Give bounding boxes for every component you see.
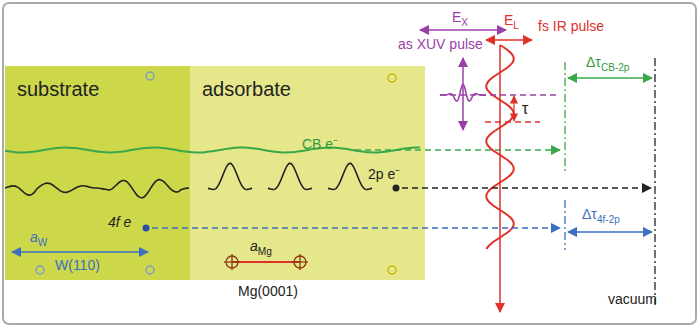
annotation-label: Mg(0001) xyxy=(238,283,298,300)
annotation-label: EL xyxy=(504,12,519,34)
annotation-label: aW xyxy=(30,229,47,251)
annotation-label: aMg xyxy=(250,238,272,260)
annotation-label: EX xyxy=(452,9,468,31)
annotation-label: fs IR pulse xyxy=(538,18,604,35)
annotation-label: 4f e xyxy=(108,214,131,231)
annotation-label: vacuum xyxy=(608,291,657,308)
annotation-label: ΔτCB-2p xyxy=(586,54,629,76)
region-band: substrate xyxy=(5,66,190,280)
region-name: substrate xyxy=(17,78,99,101)
annotation-label: CB e⁻ xyxy=(302,136,338,153)
annotation-label: 2p e⁻ xyxy=(368,166,400,183)
annotation-label: W(110) xyxy=(55,257,100,274)
annotation-label: as XUV pulse xyxy=(398,36,483,53)
region-name: adsorbate xyxy=(202,78,291,101)
annotation-label: Δτ4f-2p xyxy=(582,206,620,228)
annotation-label: τ xyxy=(522,100,528,117)
